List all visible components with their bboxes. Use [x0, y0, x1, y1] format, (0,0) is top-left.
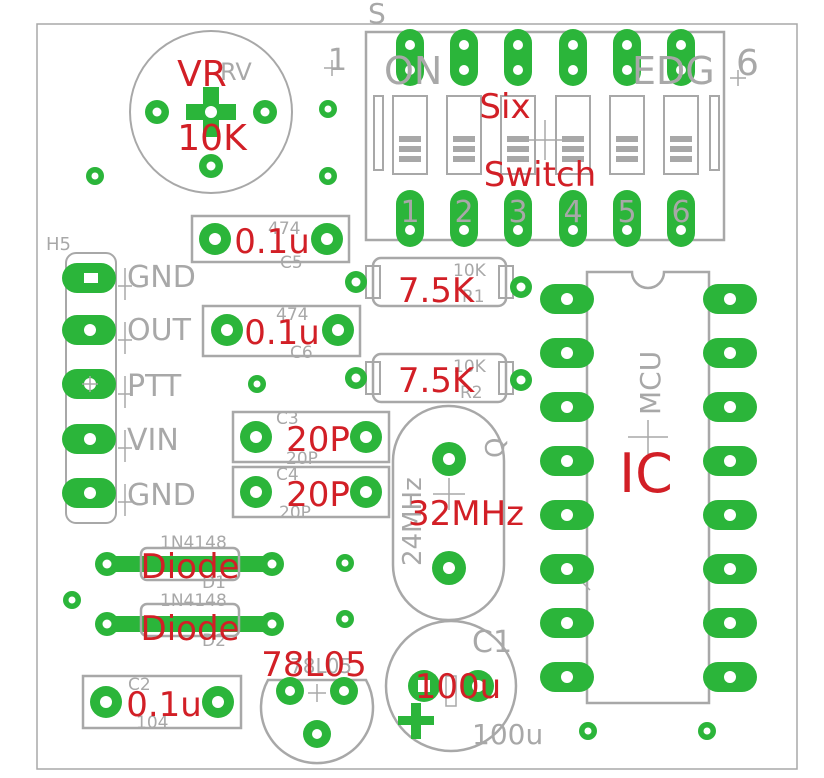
c1-body — [384, 619, 518, 753]
label-ic: IC — [619, 442, 673, 505]
switch-ref-text: S — [368, 0, 386, 30]
c4-code-text: 20P — [279, 503, 311, 523]
r1-value-text: 10K — [453, 261, 487, 281]
d2-part-text: 1N4148 — [160, 591, 227, 611]
c2-code-text: 104 — [136, 713, 168, 733]
dip-switch-body — [364, 30, 726, 242]
switch-pad-top-4 — [559, 29, 587, 86]
label-c2: 0.1u — [126, 685, 202, 725]
board-outline — [36, 23, 798, 770]
label-c5: 0.1u — [234, 222, 310, 262]
dip-switch-levers — [392, 95, 699, 175]
c5-code-text: 474 — [268, 219, 300, 239]
capacitor-c2: C2 104 0.1u — [81, 674, 243, 733]
header-h5: H5 GND OUT PTT VIN GND — [46, 234, 196, 524]
diode-d2: 1N4148 D2 Diode — [95, 591, 284, 651]
h5-ref-text: H5 — [46, 234, 71, 255]
vias — [63, 100, 716, 740]
resistor-r2: 10K R2 7.5K — [345, 352, 532, 404]
switch-pad-bottom-5 — [613, 190, 641, 247]
header-vin-text: VIN — [127, 423, 179, 458]
switch-num-4: 4 — [563, 195, 582, 230]
switch-pad-top-1 — [396, 29, 424, 86]
header-out-text: OUT — [127, 313, 192, 348]
switch-pad-bottom-4 — [559, 190, 587, 247]
switch-pin1-text: 1 — [328, 43, 347, 78]
switch-num-2: 2 — [454, 195, 473, 230]
dip-switch: S 1 6 ON EDG 1 2 3 4 5 6 Six Switch — [324, 0, 759, 247]
variable-resistor: RV VR 10K — [129, 30, 293, 194]
switch-pad-bottom-3 — [504, 190, 532, 247]
label-c4: 20P — [286, 475, 350, 515]
c2-ref-text: C2 — [128, 675, 151, 695]
switch-pad-bottom-2 — [450, 190, 478, 247]
label-crystal: 32MHz — [408, 494, 524, 534]
regulator-78l05: 78L05 78L05 — [259, 645, 375, 765]
r2-ref-text: R2 — [460, 383, 483, 403]
switch-num-6: 6 — [671, 195, 690, 230]
mcu-ic: MCU IC — [540, 270, 757, 705]
label-vr: VR — [177, 54, 227, 95]
regulator-silk-text: 78L05 — [290, 654, 352, 678]
vr-body — [129, 30, 293, 194]
label-vr-value: 10K — [177, 118, 248, 159]
c6-ref-text: C6 — [290, 343, 313, 363]
c5-ref-text: C5 — [280, 253, 303, 273]
capacitor-c5: 474 C5 0.1u — [190, 214, 351, 273]
d2-ref-text: D2 — [202, 631, 226, 651]
label-c6: 0.1u — [244, 313, 320, 353]
header-gnd-top-text: GND — [127, 260, 196, 295]
vr-ref-text: RV — [220, 58, 252, 86]
switch-pin6-text: 6 — [736, 43, 759, 84]
resistor-r1: 10K R1 7.5K — [345, 256, 532, 311]
switch-num-3: 3 — [508, 195, 527, 230]
c3-ref-text: C3 — [276, 409, 299, 429]
label-six: Six — [479, 87, 530, 127]
regulator-body — [259, 678, 375, 765]
c1-ref-text: C1 — [472, 625, 512, 660]
capacitor-c6: 474 C6 0.1u — [201, 304, 362, 363]
switch-pad-top-6 — [667, 29, 695, 86]
switch-on-text: ON — [384, 49, 442, 93]
capacitor-c1: C1 100u 100u — [384, 619, 543, 753]
crystal-hz-text: 24MHz — [398, 477, 428, 566]
c4-ref-text: C4 — [276, 465, 299, 485]
c6-code-text: 474 — [276, 305, 308, 325]
diode-d1: 1N4148 D1 Diode — [95, 533, 284, 593]
label-diode2: Diode — [141, 609, 240, 649]
switch-pad-bottom-6 — [667, 190, 695, 247]
label-switch: Switch — [484, 155, 596, 195]
c1-value-text: 100u — [472, 718, 543, 751]
switch-num-5: 5 — [617, 195, 636, 230]
capacitor-c3: C3 20P 20P — [231, 409, 391, 469]
c3-code-text: 20P — [286, 449, 318, 469]
r1-ref-text: R1 — [462, 287, 485, 307]
d1-ref-text: D1 — [202, 573, 226, 593]
label-diode1: Diode — [141, 547, 240, 587]
switch-edg-text: EDG — [632, 49, 715, 93]
crystal-ref-text: Q — [481, 438, 511, 458]
switch-pad-bottom-1 — [396, 190, 424, 247]
mcu-ref-text: MCU — [634, 351, 667, 415]
crystal: Q 24MHz 32MHz — [391, 404, 524, 622]
r2-value-text: 10K — [453, 357, 487, 377]
label-r1: 7.5K — [398, 271, 476, 311]
label-r2: 7.5K — [398, 361, 476, 401]
header-gnd-bottom-text: GND — [127, 478, 196, 513]
capacitor-c4: C4 20P 20P — [231, 465, 391, 523]
label-c3: 20P — [286, 420, 350, 460]
label-regulator: 78L05 — [261, 645, 366, 685]
d1-part-text: 1N4148 — [160, 533, 227, 553]
switch-num-1: 1 — [400, 195, 419, 230]
switch-pad-top-5 — [613, 29, 641, 86]
switch-pad-top-2 — [450, 29, 478, 86]
mcu-body — [585, 270, 711, 705]
header-ptt-text: PTT — [127, 369, 182, 404]
switch-pad-top-3 — [504, 29, 532, 86]
label-c1: 100u — [415, 667, 501, 707]
